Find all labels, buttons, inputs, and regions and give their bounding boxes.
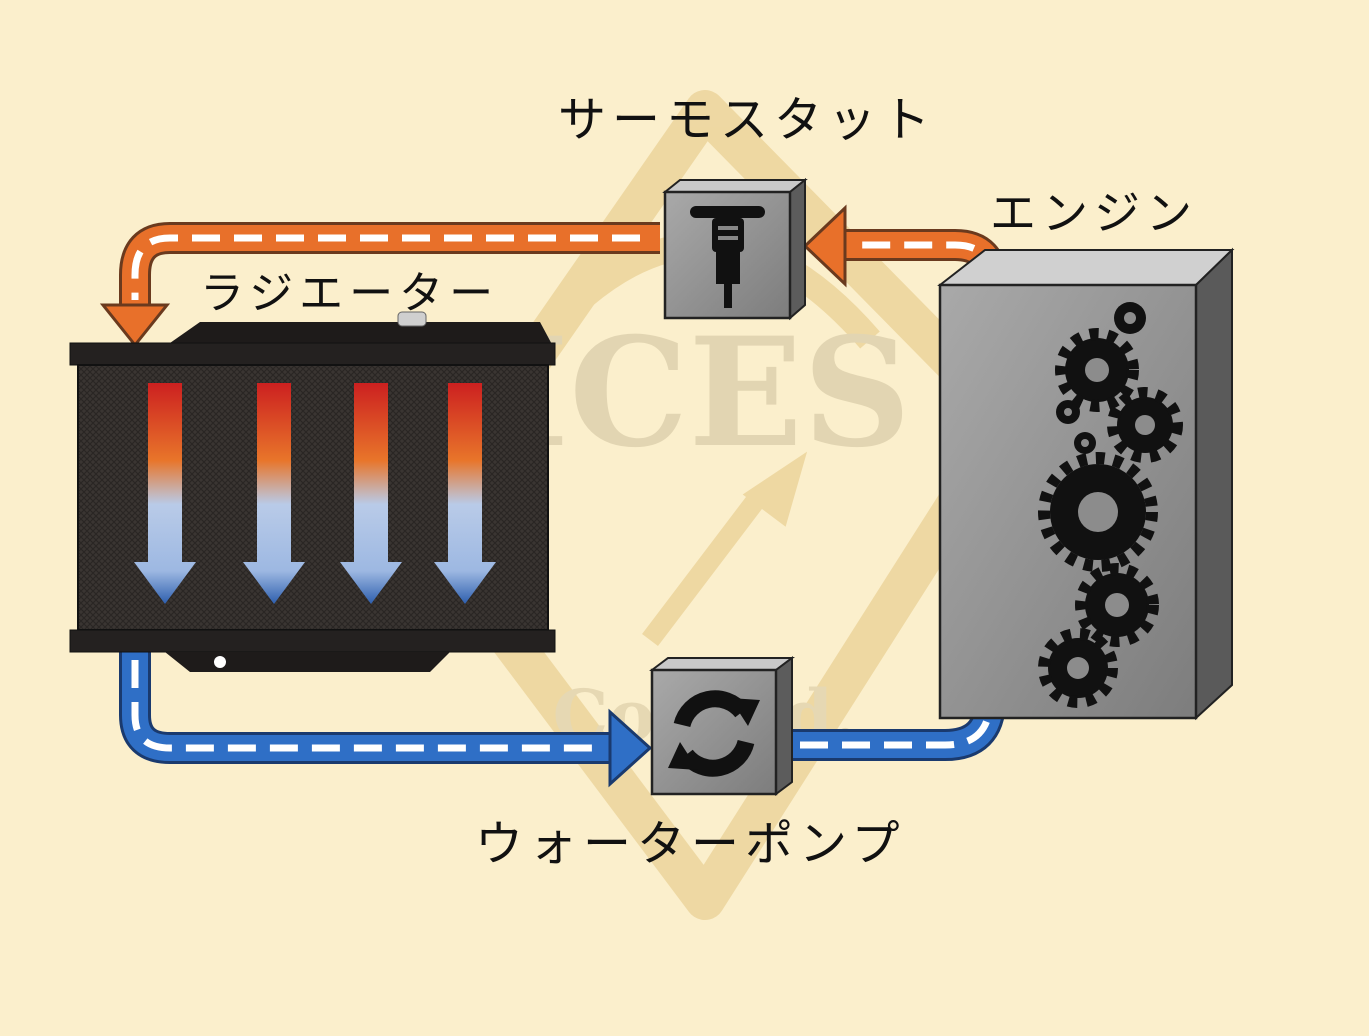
water-pump-unit [649, 656, 795, 796]
hot-engine-arrowhead [802, 204, 847, 288]
watermark-text: ICES [499, 305, 911, 481]
radiator [69, 311, 556, 672]
thermostat-icon [690, 206, 765, 308]
thermostat-label: サーモスタット [558, 92, 937, 148]
hot-return-arrowhead [99, 303, 171, 348]
engine-label: エンジン [990, 186, 1198, 240]
thermostat-unit [662, 177, 808, 321]
radiator-flow-arrows [134, 383, 496, 604]
hot-return-pipe [99, 222, 660, 348]
engine-block [937, 247, 1235, 721]
radiator-label: ラジエーター [200, 268, 500, 319]
cool-outlet-arrowhead [608, 708, 653, 788]
gears-icon [1038, 302, 1183, 708]
water-pump-label: ウォーターポンプ [475, 816, 906, 872]
cool-outlet-pipe [119, 650, 653, 788]
